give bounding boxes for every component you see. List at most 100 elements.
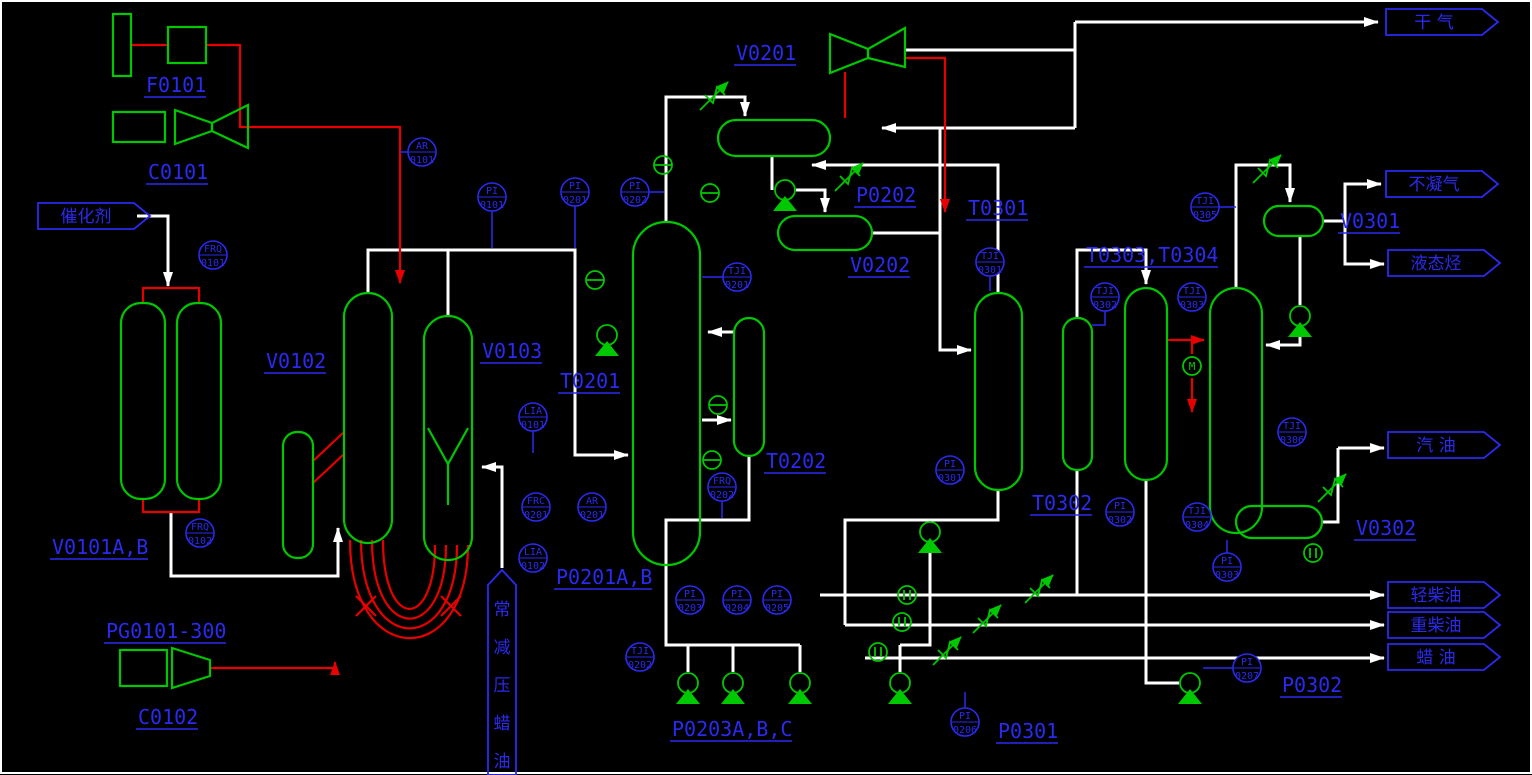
compressor-c0101-body bbox=[111, 110, 167, 144]
trap-icon bbox=[892, 612, 912, 632]
svg-text:TJI: TJI bbox=[1188, 506, 1206, 517]
svg-text:TJI: TJI bbox=[631, 646, 649, 657]
svg-text:PI: PI bbox=[569, 181, 581, 192]
svg-text:T0301: T0301 bbox=[968, 196, 1028, 220]
stream-flag-2: 不凝气 bbox=[1385, 170, 1500, 198]
instrument-bubble-pi-0101: PI 0101 bbox=[477, 182, 507, 212]
process-lines-red bbox=[131, 43, 1205, 675]
svg-text:PI: PI bbox=[1221, 556, 1233, 567]
instrument-bubble-tji-0202: TJI 0202 bbox=[625, 642, 655, 672]
svg-text:PI: PI bbox=[486, 186, 498, 197]
pump-t0201-reflux bbox=[595, 324, 619, 356]
svg-text:蜡: 蜡 bbox=[494, 714, 511, 734]
stream-flag-1: 干 气 bbox=[1385, 8, 1500, 36]
heat-exchanger-icon bbox=[1024, 574, 1054, 604]
instrument-leader-lines bbox=[400, 151, 1236, 708]
pump-v0301-reflux bbox=[1288, 305, 1312, 337]
svg-text:TJI: TJI bbox=[1283, 421, 1301, 432]
equipment-label-p0203a-b-c: P0203A,B,C bbox=[670, 717, 792, 742]
svg-text:V0201: V0201 bbox=[736, 41, 796, 65]
svg-text:0101: 0101 bbox=[480, 200, 504, 211]
equipment-label-p0202: P0202 bbox=[854, 183, 916, 208]
svg-text:0102: 0102 bbox=[188, 536, 212, 547]
svg-text:TJI: TJI bbox=[981, 251, 999, 262]
furnace-f0101-stack bbox=[111, 12, 133, 78]
vessel-v0103 bbox=[422, 314, 474, 562]
svg-text:0202: 0202 bbox=[710, 490, 734, 501]
svg-text:FRQ: FRQ bbox=[204, 244, 222, 255]
orifice-icon bbox=[653, 155, 673, 175]
svg-text:TJI: TJI bbox=[1196, 196, 1214, 207]
equipment-label-p0301: P0301 bbox=[996, 719, 1058, 744]
pump-p0203b bbox=[721, 672, 745, 704]
instrument-bubble-tji-0301: TJI 0301 bbox=[975, 247, 1005, 277]
instrument-bubble-pi-0303: PI 0303 bbox=[1212, 552, 1242, 582]
svg-text:0201: 0201 bbox=[725, 280, 749, 291]
svg-text:V0202: V0202 bbox=[850, 253, 910, 277]
svg-text:0204: 0204 bbox=[725, 603, 749, 614]
heat-exchangers-layer bbox=[699, 81, 1347, 666]
svg-text:V0302: V0302 bbox=[1356, 516, 1416, 540]
pump-t0301-bottoms bbox=[918, 521, 942, 553]
svg-text:T0303,T0304: T0303,T0304 bbox=[1086, 243, 1218, 267]
svg-text:0206: 0206 bbox=[953, 725, 977, 736]
svg-text:PI: PI bbox=[959, 711, 971, 722]
heat-exchanger-icon bbox=[972, 604, 1002, 634]
vessel-v0101b bbox=[175, 301, 223, 501]
pump-p0203c bbox=[788, 672, 812, 704]
svg-text:V0101A,B: V0101A,B bbox=[52, 535, 148, 559]
equipment-label-p0302: P0302 bbox=[1280, 673, 1342, 698]
svg-text:0304: 0304 bbox=[1185, 520, 1209, 531]
compressor-richgas-outlet-cone bbox=[866, 26, 907, 69]
svg-text:0303: 0303 bbox=[1180, 300, 1204, 311]
instrument-bubbles-layer: AR0101PI0101PI0201PI0202FRQ0101FRQ0102LI… bbox=[185, 137, 1307, 737]
equipment-label-v0102: V0102 bbox=[264, 349, 326, 374]
vessel-v0103-internal-funnel bbox=[427, 427, 469, 467]
stream-flag-0: 催化剂 bbox=[37, 202, 152, 230]
motor-valve-icon: M bbox=[1182, 356, 1202, 376]
process-lines-white bbox=[137, 17, 1385, 685]
svg-text:P0203A,B,C: P0203A,B,C bbox=[672, 717, 792, 741]
orifice-icon bbox=[585, 270, 605, 290]
svg-text:TJI: TJI bbox=[728, 266, 746, 277]
svg-text:M: M bbox=[1189, 360, 1196, 373]
stream-flag-5: 轻柴油 bbox=[1387, 581, 1502, 609]
trap-icon bbox=[868, 642, 888, 662]
svg-text:0205: 0205 bbox=[765, 603, 789, 614]
svg-text:AR: AR bbox=[586, 496, 599, 507]
equipment-shapes bbox=[111, 12, 1325, 690]
column-t0303 bbox=[1123, 286, 1169, 482]
equipment-label-v0302: V0302 bbox=[1354, 516, 1416, 541]
svg-text:0305: 0305 bbox=[1193, 210, 1217, 221]
svg-text:0102: 0102 bbox=[521, 561, 545, 572]
svg-text:PG0101-300: PG0101-300 bbox=[106, 619, 226, 643]
svg-text:0201: 0201 bbox=[524, 510, 548, 521]
svg-text:0207: 0207 bbox=[1235, 671, 1259, 682]
svg-text:V0102: V0102 bbox=[266, 349, 326, 373]
svg-text:油: 油 bbox=[494, 752, 511, 772]
svg-text:P0301: P0301 bbox=[998, 719, 1058, 743]
compressor-c0101-outlet-cone bbox=[210, 103, 250, 150]
svg-text:0303: 0303 bbox=[1215, 570, 1239, 581]
svg-text:0301: 0301 bbox=[978, 265, 1002, 276]
pump-p0302 bbox=[1178, 672, 1202, 704]
svg-text:P0201A,B: P0201A,B bbox=[556, 565, 652, 589]
svg-text:LIA: LIA bbox=[524, 547, 542, 558]
svg-text:PI: PI bbox=[1114, 501, 1126, 512]
column-t0301 bbox=[973, 291, 1024, 492]
svg-text:0202: 0202 bbox=[623, 195, 647, 206]
instrument-bubble-pi-0206: PI 0206 bbox=[950, 707, 980, 737]
stream-flag-4: 汽 油 bbox=[1387, 431, 1502, 459]
svg-text:0202: 0202 bbox=[628, 660, 652, 671]
